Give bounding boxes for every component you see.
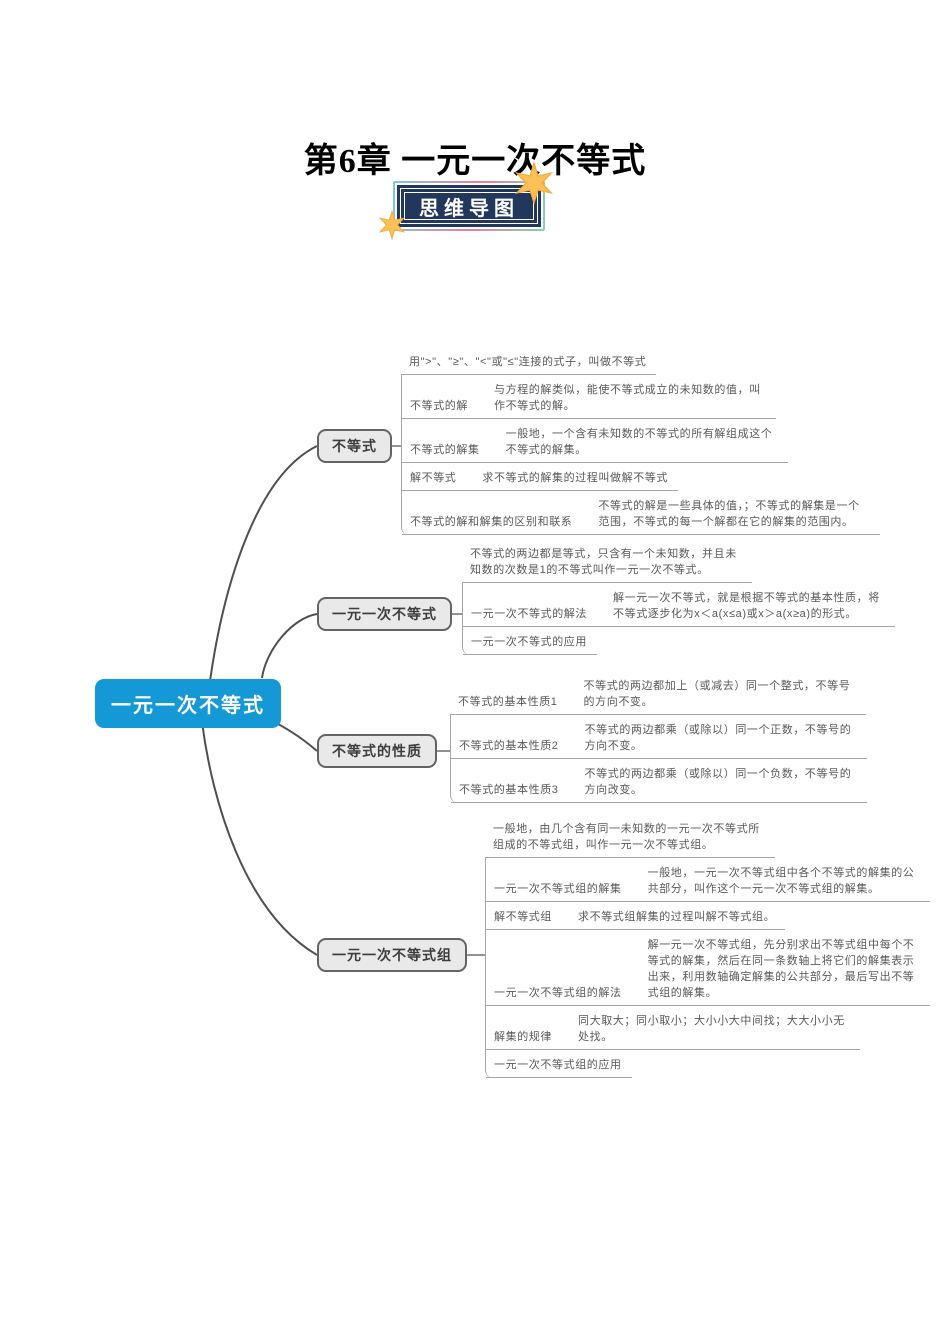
topic-desc: 不等式的解是一些具体的值，；不等式的解集是一个范围，不等式的每一个解都在它的解集…: [598, 500, 860, 528]
topic-desc: 求不等式的解集的过程叫做解不等式: [482, 472, 669, 484]
topic-row: 一元一次不等式组的解法 解一元一次不等式组，先分别求出不等式组中每个不等式的解集，…: [486, 930, 930, 1006]
topic-row: 一元一次不等式的应用: [463, 627, 597, 655]
branch-node-properties: 不等式的性质: [317, 734, 437, 769]
topic-row: 不等式的基本性质3 不等式的两边都乘（或除以）同一个负数，不等号的方向改变。: [451, 759, 867, 803]
topic-row: 一元一次不等式组的应用: [486, 1050, 632, 1078]
topic-row: 解不等式 求不等式的解集的过程叫做解不等式: [402, 463, 679, 491]
topic-label: 不等式的解: [410, 400, 468, 412]
topic-desc: 解一元一次不等式组，先分别求出不等式组中每个不等式的解集，然后在同一条数轴上将它…: [647, 939, 915, 999]
topic-label: 不等式的解和解集的区别和联系: [410, 516, 573, 528]
topic-desc: 与方程的解类似，能使不等式成立的未知数的值，叫作不等式的解。: [494, 384, 761, 412]
topic-label: 一元一次不等式的应用: [471, 636, 587, 648]
branch-node-system: 一元一次不等式组: [317, 938, 467, 973]
topic-group: 不等式的解与方程的解类似，能使不等式成立的未知数的值，叫作不等式的解。不等式的解…: [401, 375, 881, 535]
branch-intro: 一般地，由几个含有同一未知数的一元一次不等式所组成的不等式组，叫作一元一次不等式…: [485, 814, 775, 858]
curve-root-to-inequality: [207, 445, 318, 697]
topic-label: 不等式的基本性质3: [459, 784, 559, 796]
branch-node-linear-inequality: 一元一次不等式: [317, 597, 452, 632]
topic-desc: 不等式的两边都乘（或除以）同一个正数，不等号的方向不变。: [584, 724, 852, 752]
branch-children-linear-inequality: 不等式的两边都是等式，只含有一个未知数，并且未知数的次数是1的不等式叫作一元一次…: [462, 539, 895, 655]
topic-group: 一元一次不等式的解法 解一元一次不等式，就是根据不等式的基本性质，将不等式逐步化为…: [462, 583, 895, 655]
topic-label: 解集的规律: [494, 1031, 552, 1043]
topic-label: 一元一次不等式组的应用: [494, 1059, 622, 1071]
star-icon: [378, 209, 406, 241]
branch-intro: 用">"、"≥"、"<"或"≤"连接的式子，叫做不等式: [401, 347, 657, 375]
topic-label: 不等式的解集: [410, 444, 480, 456]
star-icon: [514, 161, 554, 205]
mindmap-badge: 思维导图: [378, 161, 554, 241]
topic-label: 不等式的基本性质2: [459, 740, 559, 752]
topic-desc: 求不等式组解集的过程叫解不等式组。: [578, 911, 776, 923]
topic-label: 一元一次不等式的解法: [471, 608, 587, 620]
curve-root-to-system: [201, 721, 318, 956]
topic-row: 不等式的解集 一般地，一个含有未知数的不等式的所有解组成这个不等式的解集。: [402, 419, 788, 463]
topic-desc: 同大取大；同小取小；大小小大中间找；大大小小无处找。: [578, 1015, 845, 1043]
topic-row: 解不等式组 求不等式组解集的过程叫解不等式组。: [486, 902, 786, 930]
root-node: 一元一次不等式: [95, 679, 281, 728]
topic-label: 一元一次不等式组的解法: [494, 987, 622, 999]
topic-label: 解不等式: [410, 472, 457, 484]
topic-desc: 一般地，一个含有未知数的不等式的所有解组成这个不等式的解集。: [505, 428, 773, 456]
topic-row: 不等式的解 与方程的解类似，能使不等式成立的未知数的值，叫作不等式的解。: [402, 375, 776, 419]
topic-row: 一元一次不等式组的解集 一般地，一元一次不等式组中各个不等式的解集的公共部分，叫作…: [486, 858, 930, 902]
topic-label: 不等式的基本性质1: [458, 696, 558, 708]
branch-intro: 不等式的两边都是等式，只含有一个未知数，并且未知数的次数是1的不等式叫作一元一次…: [462, 539, 752, 583]
topic-desc: 不等式的两边都加上（或减去）同一个整式，不等号的方向不变。: [583, 680, 851, 708]
branch-children-system: 一般地，由几个含有同一未知数的一元一次不等式所组成的不等式组，叫作一元一次不等式…: [485, 814, 930, 1078]
topic-group: 一元一次不等式组的解集 一般地，一元一次不等式组中各个不等式的解集的公共部分，叫作…: [485, 858, 930, 1078]
topic-desc: 一般地，一元一次不等式组中各个不等式的解集的公共部分，叫作这个一元一次不等式组的…: [647, 867, 915, 895]
curve-root-to-linear-inequality: [261, 613, 318, 679]
topic-row: 不等式的解和解集的区别和联系 不等式的解是一些具体的值，；不等式的解集是一个范围，…: [402, 491, 881, 535]
topic-label: 解不等式组: [494, 911, 552, 923]
branch-intro: 不等式的基本性质1 不等式的两边都加上（或减去）同一个整式，不等号的方向不变。: [450, 671, 866, 715]
topic-row: 不等式的基本性质2 不等式的两边都乘（或除以）同一个正数，不等号的方向不变。: [451, 715, 867, 759]
topic-row: 解集的规律 同大取大；同小取小；大小小大中间找；大大小小无处找。: [486, 1006, 860, 1050]
branch-node-inequality: 不等式: [317, 429, 392, 464]
topic-desc: 不等式的两边都乘（或除以）同一个负数，不等号的方向改变。: [584, 768, 852, 796]
topic-label: 一元一次不等式组的解集: [494, 883, 622, 895]
topic-desc: 解一元一次不等式，就是根据不等式的基本性质，将不等式逐步化为x＜a(x≤a)或x…: [613, 592, 880, 620]
topic-row: 一元一次不等式的解法 解一元一次不等式，就是根据不等式的基本性质，将不等式逐步化为…: [463, 583, 895, 627]
branch-children-inequality: 用">"、"≥"、"<"或"≤"连接的式子，叫做不等式不等式的解 与方程的解类似，…: [401, 347, 881, 535]
page-title: 第6章 一元一次不等式: [303, 142, 647, 180]
